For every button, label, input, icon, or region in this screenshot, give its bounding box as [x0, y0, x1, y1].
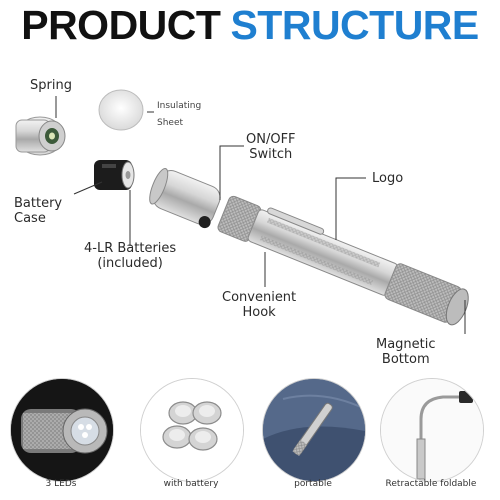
feature-thumb-batteries — [140, 378, 244, 482]
label-battery-case: Battery Case — [14, 196, 62, 226]
feature-thumb-portable — [262, 378, 366, 482]
label-convenient-hook: Convenient Hook — [222, 290, 296, 320]
label-on-off-switch: ON/OFF Switch — [246, 132, 296, 162]
label-hook-line2: Hook — [242, 305, 276, 320]
title-word-product: PRODUCT — [21, 2, 221, 48]
label-insulating-line1: Insulating — [157, 101, 202, 111]
magnetic-pickup-icon — [381, 379, 483, 481]
label-batteries: 4-LR Batteries (included) — [84, 241, 176, 271]
label-logo: Logo — [372, 171, 404, 186]
feature-thumb-leds — [10, 378, 114, 482]
label-magnetic-line2: Bottom — [381, 352, 430, 367]
label-insulating-sheet: Insulating Sheet — [157, 101, 201, 129]
label-magnetic-line1: Magnetic — [376, 337, 436, 352]
label-spring: Spring — [30, 78, 72, 93]
spring-head-part — [15, 116, 66, 156]
label-batteries-line2: (included) — [97, 256, 163, 271]
feature-thumb-retractable — [380, 378, 484, 482]
label-battery-case-line2: Case — [14, 211, 46, 226]
label-batteries-line1: 4-LR Batteries — [84, 241, 177, 256]
feature-caption-batteries: with battery — [163, 479, 219, 489]
label-on-off-line1: ON/OFF — [246, 132, 296, 147]
button-batteries-icon — [141, 379, 243, 481]
feature-caption-leds: 3 LEDs — [45, 479, 77, 489]
switch-leader — [219, 145, 244, 200]
logo-leader — [335, 177, 366, 240]
led-head-icon — [11, 379, 113, 481]
feature-caption-portable: portable — [294, 479, 332, 489]
flashlight-structure-diagram — [15, 89, 469, 334]
insulating-sheet-part — [98, 89, 144, 131]
label-magnetic-bottom: Magnetic Bottom — [376, 337, 436, 367]
label-battery-case-line1: Battery — [14, 196, 63, 211]
label-on-off-line2: Switch — [249, 147, 293, 162]
title-word-structure: STRUCTURE — [230, 2, 479, 48]
battery-case-part — [94, 160, 135, 190]
battery-case-leader — [73, 181, 103, 195]
label-hook-line1: Convenient — [222, 290, 297, 305]
flashlight-body — [149, 167, 469, 326]
label-insulating-line2: Sheet — [157, 118, 184, 128]
feature-caption-retractable: Retractable foldable — [385, 479, 477, 489]
pocket-pen-icon — [263, 379, 365, 481]
